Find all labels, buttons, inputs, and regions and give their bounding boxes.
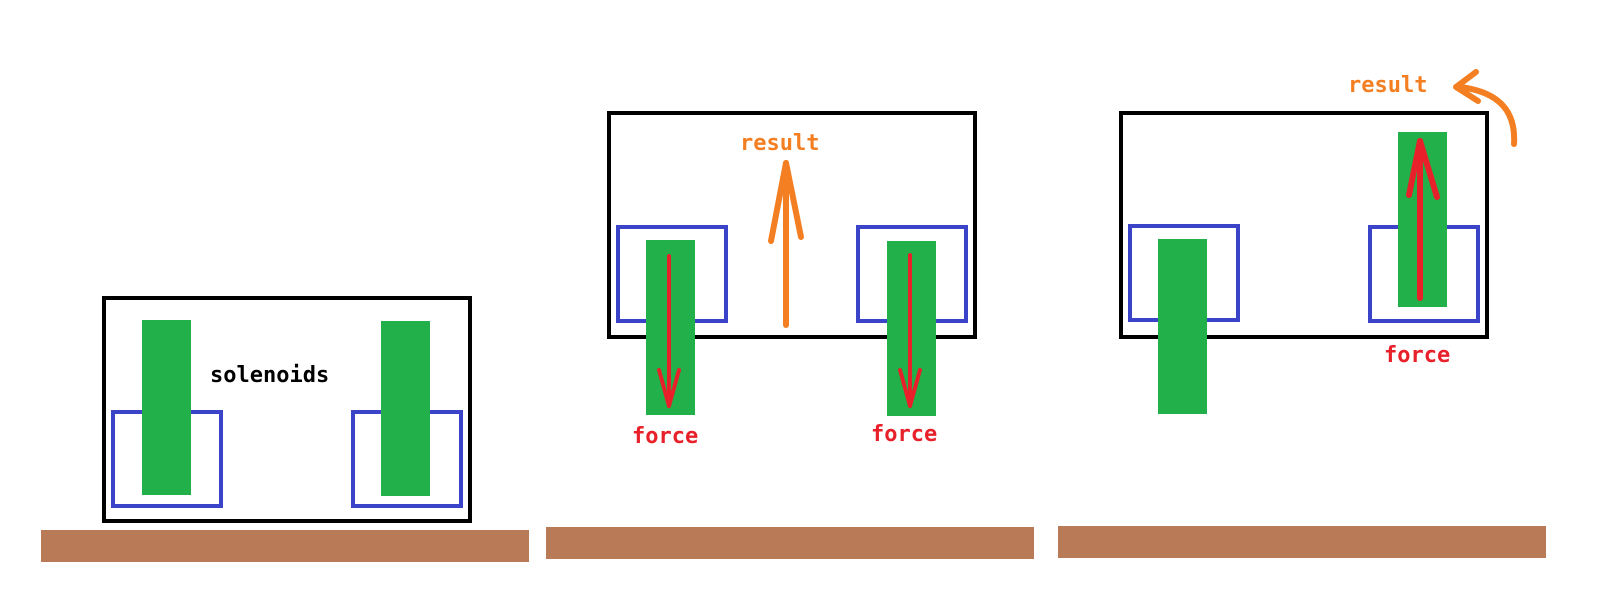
force-arrow-down-right — [898, 253, 922, 408]
body-box-3 — [1119, 111, 1489, 339]
solenoids-label: solenoids — [210, 363, 329, 388]
plunger-right-1 — [381, 321, 430, 496]
result-rotation-arrow — [1453, 69, 1518, 147]
panel-push-down: result force force — [546, 111, 1034, 559]
force-arrow-up — [1406, 138, 1440, 301]
ground-2 — [546, 527, 1034, 559]
ground-3 — [1058, 526, 1546, 558]
plunger-left-3 — [1158, 239, 1207, 414]
result-arrow-up — [768, 160, 804, 328]
plunger-left-1 — [142, 320, 191, 495]
body-box-2 — [607, 111, 977, 339]
body-box-1 — [102, 296, 472, 523]
force-label-3: force — [1384, 343, 1450, 368]
result-label-2: result — [740, 131, 819, 156]
force-arrow-down-left — [657, 254, 681, 408]
ground-1 — [41, 530, 529, 562]
panel-tip: result force — [1058, 69, 1546, 558]
force-label-right: force — [871, 422, 937, 447]
panel-rest: solenoids — [41, 296, 529, 562]
force-label-left: force — [632, 424, 698, 449]
result-label-3: result — [1348, 73, 1427, 98]
